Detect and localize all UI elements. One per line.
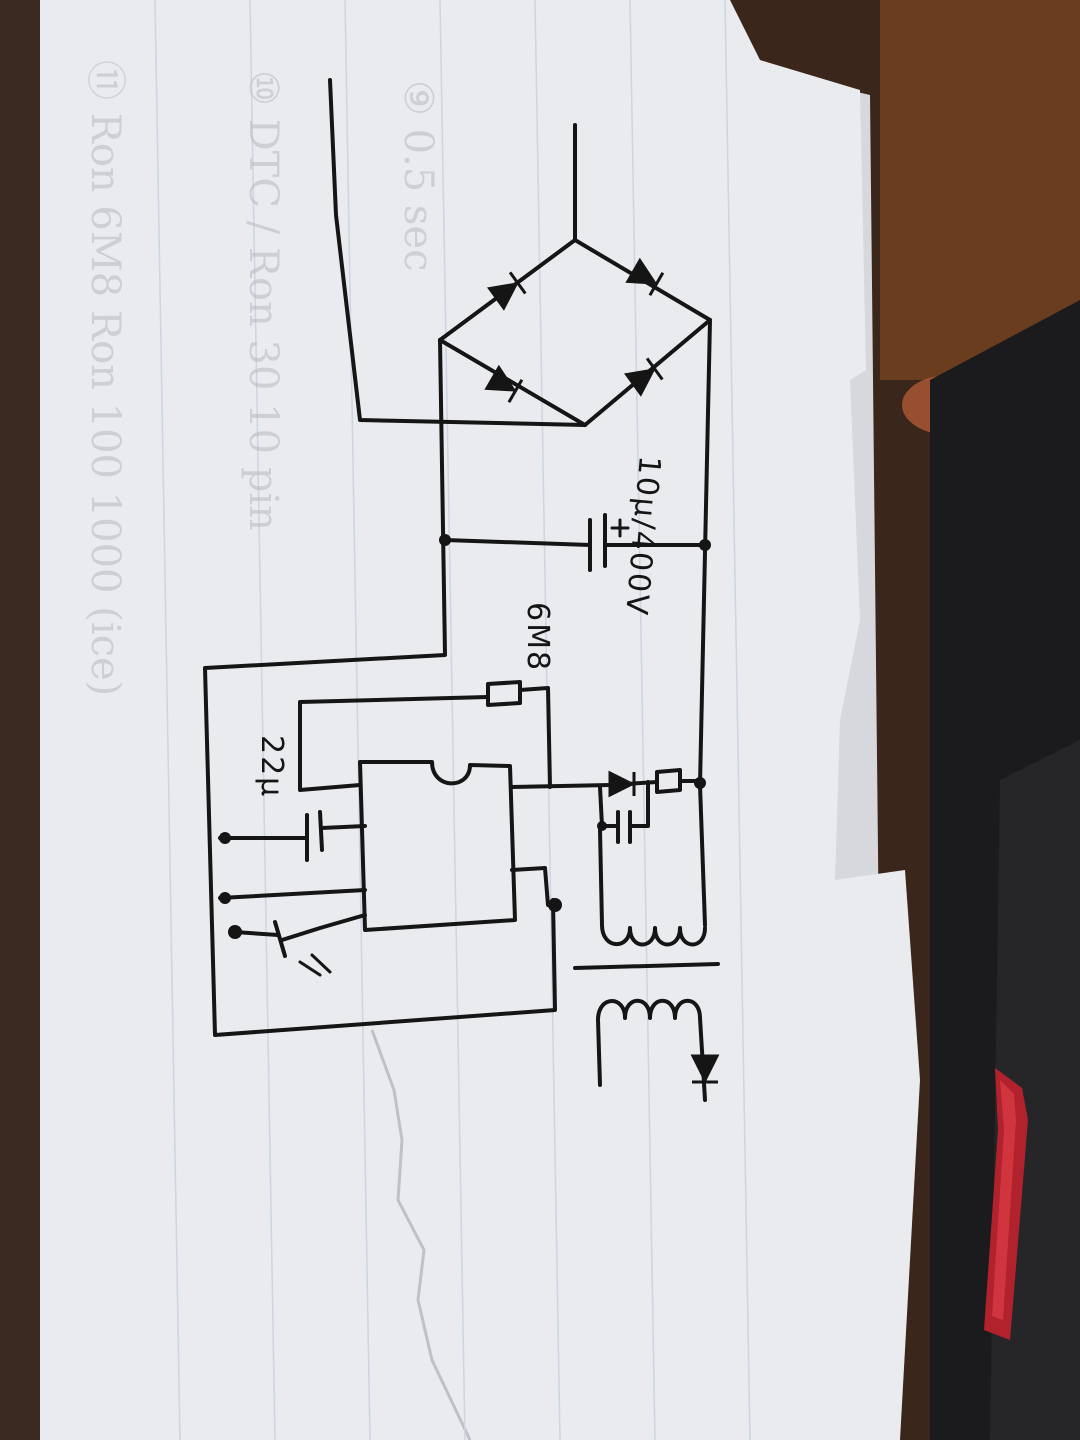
ac-input-left-wire xyxy=(328,78,587,427)
faint-note-1: ⑩ DTC / Ron 30 10 pin xyxy=(240,70,286,531)
ic-feedback-wire xyxy=(510,783,612,789)
paper-sheet xyxy=(40,0,920,1440)
junction-dots xyxy=(219,534,711,939)
dc-negative-rail xyxy=(203,338,557,1037)
ic-pin-lower-left xyxy=(218,888,367,900)
diode-output xyxy=(690,1054,720,1084)
diode-d1 xyxy=(486,271,527,311)
junction-dot xyxy=(699,539,711,551)
transformer-core xyxy=(573,962,720,970)
ic-pin-lower-right xyxy=(510,866,550,907)
transistor-arrows xyxy=(298,953,332,977)
snubber-cap-lead-2 xyxy=(628,780,650,828)
primary-winding xyxy=(598,828,707,947)
bridge-diodes xyxy=(484,257,720,1084)
diode-d4 xyxy=(623,357,664,397)
junction-dot xyxy=(597,821,607,831)
faint-note-2: ⑪ Ron 6M8 Ron 100 1000 (ice) xyxy=(82,60,128,696)
diode-d2 xyxy=(625,257,665,297)
junction-dot xyxy=(219,892,231,904)
cap-main-lead-left xyxy=(443,538,592,547)
resistor-6m8 xyxy=(486,680,522,707)
secondary-winding xyxy=(596,998,702,1087)
label-capacitor-ic: 22μ xyxy=(254,735,289,798)
diode-feedback xyxy=(608,770,636,798)
junction-dot xyxy=(228,925,242,939)
cap-ic-lead-right xyxy=(320,824,367,830)
junction-dot xyxy=(548,898,562,912)
cap-ic-plate-2 xyxy=(318,810,324,852)
laptop-accent-inner xyxy=(992,1080,1016,1320)
resistor-top-lead xyxy=(298,695,490,792)
transistor-base xyxy=(273,920,287,958)
transistor-emitter xyxy=(280,913,367,942)
transistor-collector xyxy=(233,930,280,937)
resistor-top-lead-2 xyxy=(518,686,552,789)
ic-body xyxy=(358,760,517,932)
paper-shadow-left xyxy=(0,0,40,1440)
label-resistor-6m8: 6M8 xyxy=(520,602,555,672)
junction-dot xyxy=(219,832,231,844)
paper-crease xyxy=(370,1029,472,1440)
diode-d3 xyxy=(484,364,524,404)
faint-note-3: ⑨ 0.5 sec xyxy=(395,80,441,272)
feedback-resistor xyxy=(655,768,682,794)
junction-dot xyxy=(694,777,706,789)
cap-main-plus xyxy=(610,518,630,538)
bridge-left-lower-arm xyxy=(438,338,587,427)
junction-dot xyxy=(439,534,451,546)
table-corner xyxy=(880,0,1080,380)
